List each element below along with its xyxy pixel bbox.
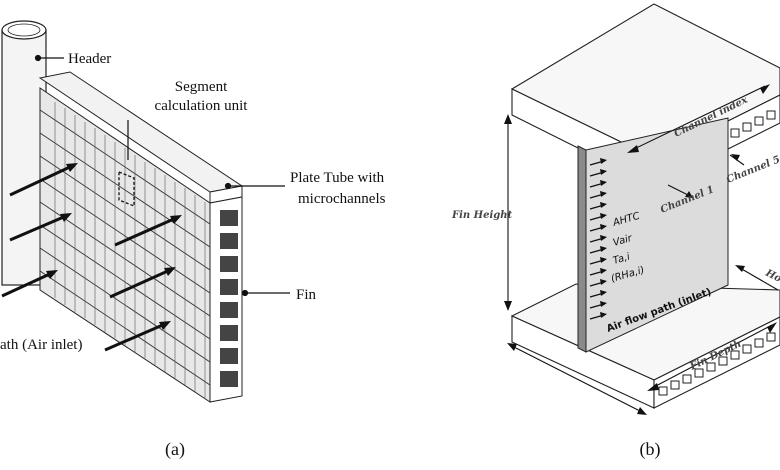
v-air-label: Vair [612,233,634,249]
air-inlet-arrows [1,163,182,352]
airflow-label: ath (Air inlet) [0,337,82,353]
fin-plane [577,117,729,353]
caption-b: (b) [640,439,661,460]
segment-label-line2: calculation unit [155,98,249,114]
segment-label-line1: Segment [175,79,228,95]
fin-label: Fin [296,287,317,303]
plate-tube-label-line2: microchannels [298,191,386,207]
fin-inlet-arrows [589,158,607,320]
segment-unit-marker [118,171,135,207]
panel-a: Header Segment calculation unit Plate Tu… [0,20,386,460]
fin-edge-blocks [220,210,238,387]
t-air-label: Ta,i [612,252,632,267]
header-pipe [1,20,47,286]
leaders-a [34,54,290,297]
channel-5-label: Channel 5 [725,154,780,186]
caption-a: (a) [165,439,185,460]
header-label: Header [68,51,111,67]
bottom-channel-row [658,332,776,396]
plate-tube-label-line1: Plate Tube with [290,170,385,186]
fin-height-label: Fin Height [451,210,513,221]
dimension-lines [504,84,779,415]
panel-b: Fin Height Channel index Channel 1 Chann… [451,3,780,460]
